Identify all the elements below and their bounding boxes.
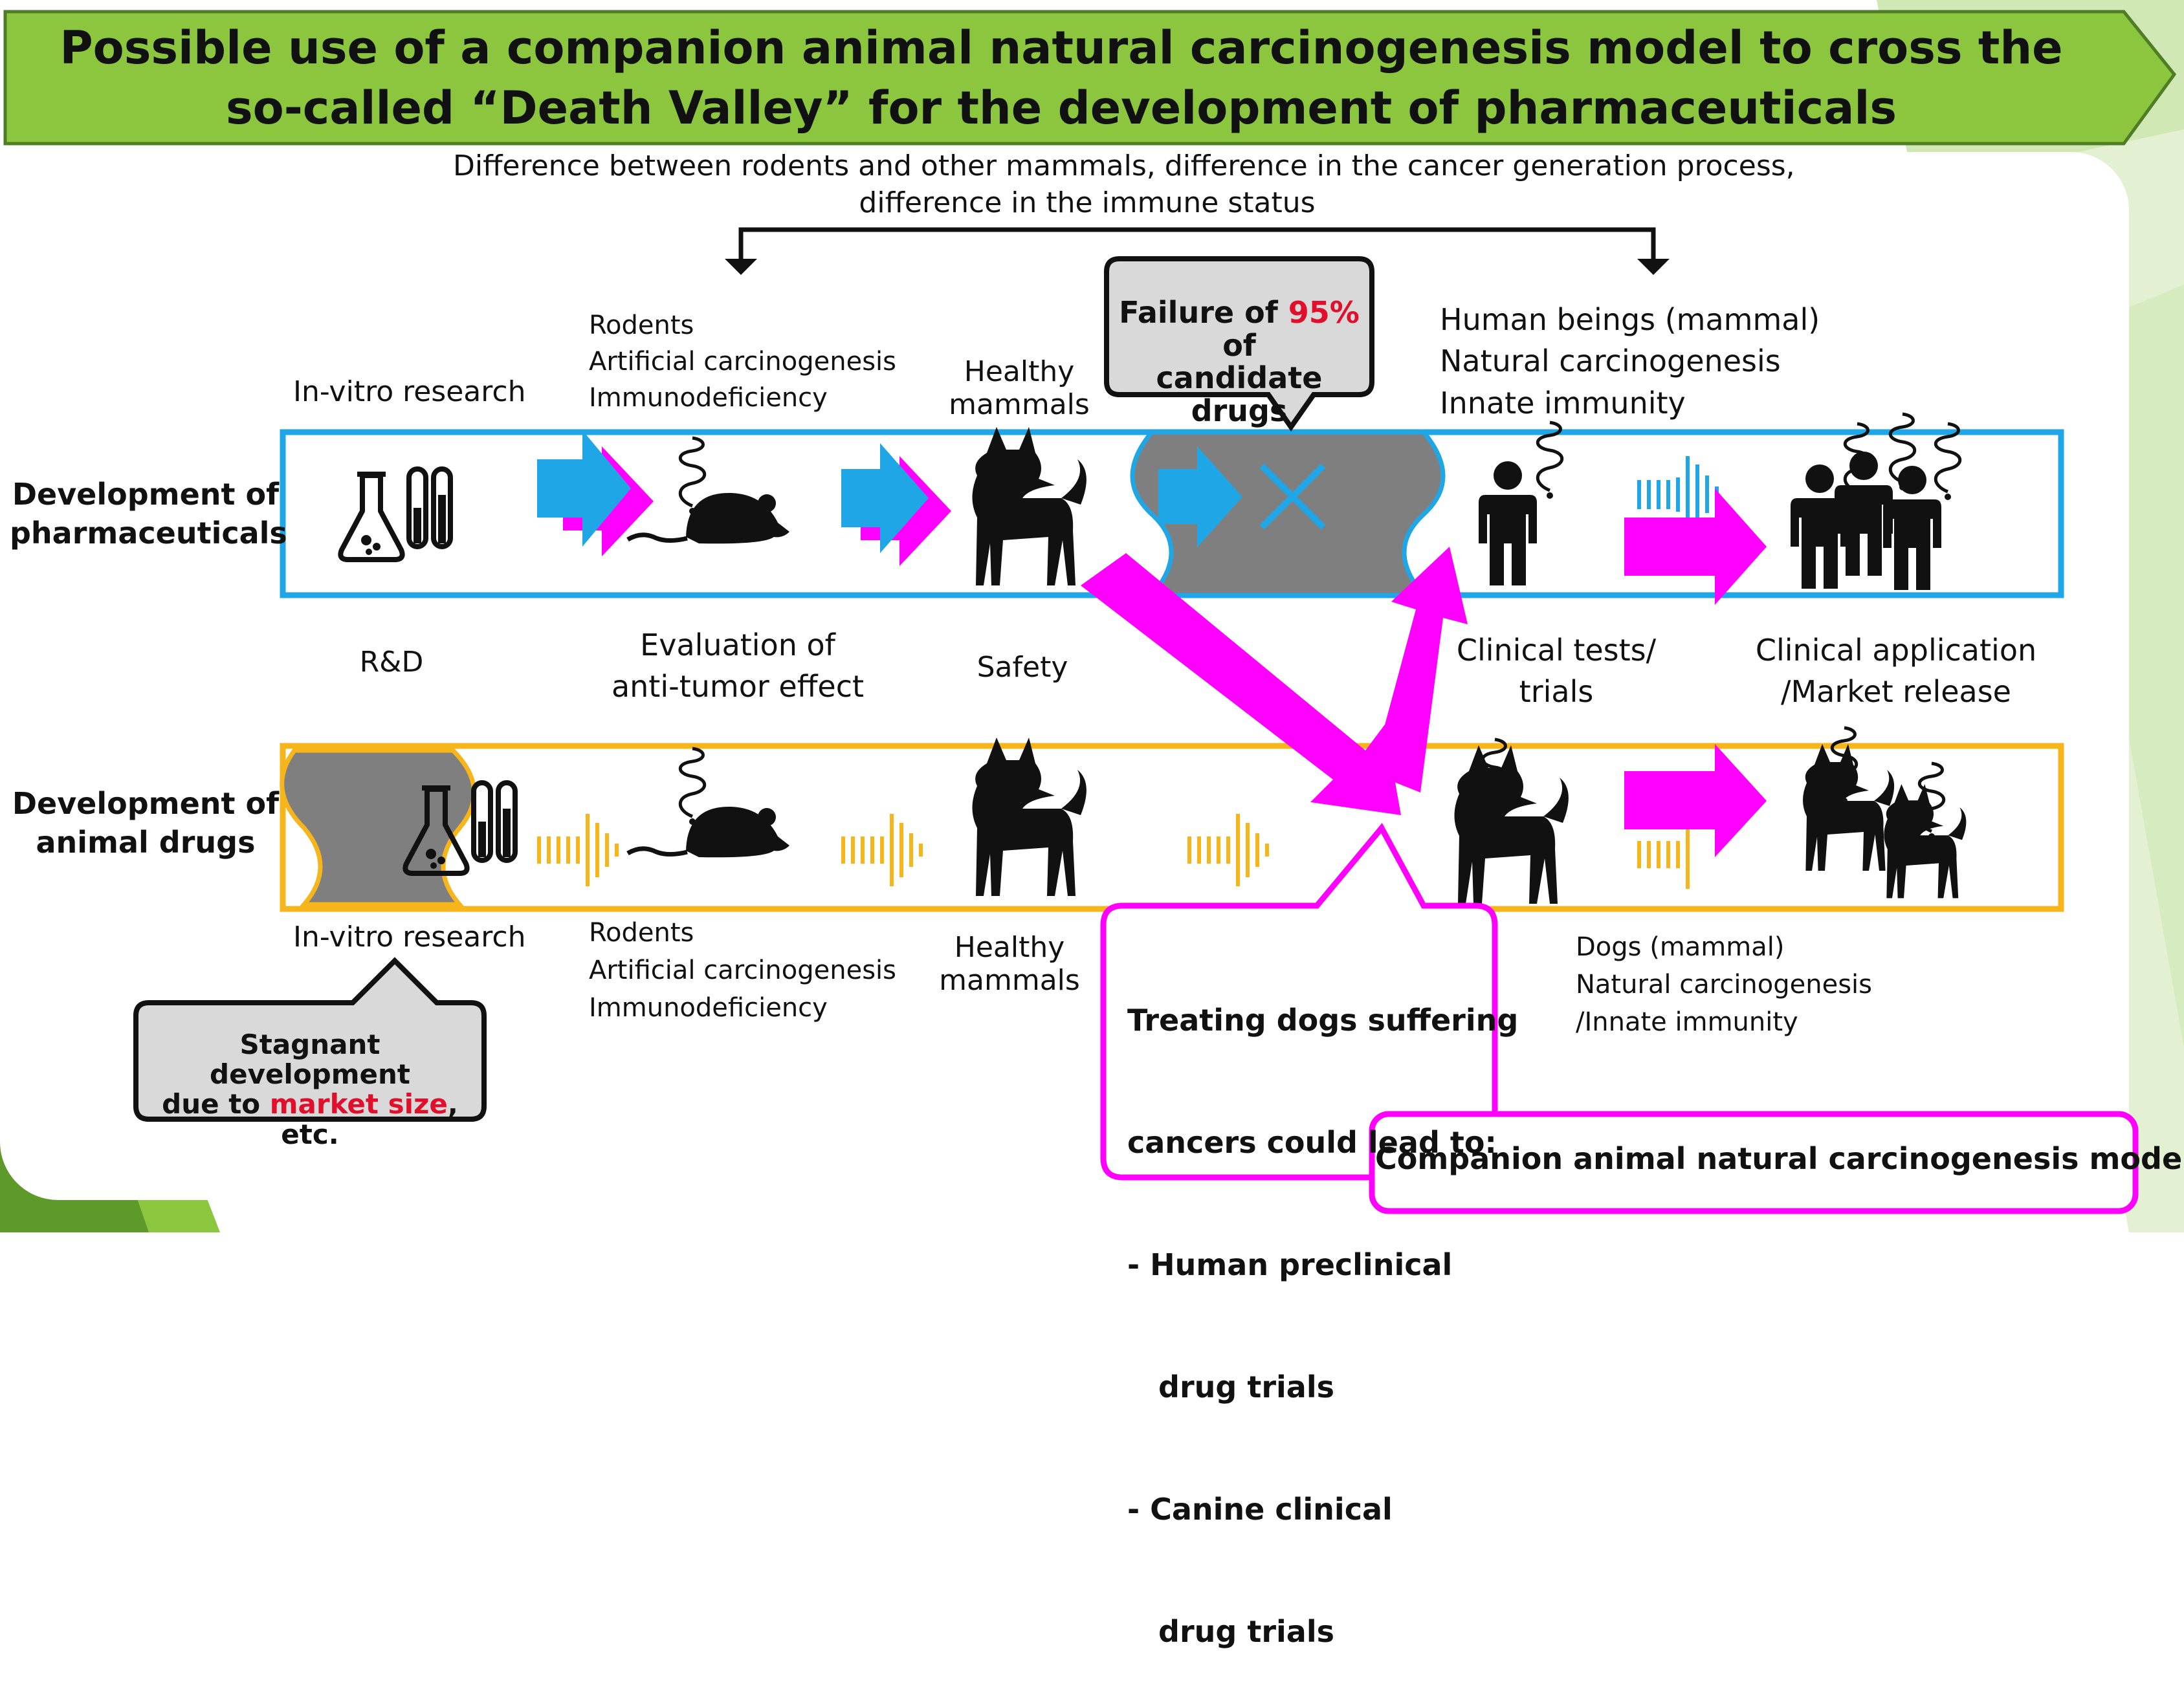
- failure-prefix: Failure of: [1119, 295, 1288, 330]
- page-title: Possible use of a companion animal natur…: [26, 18, 2097, 138]
- top-note-line-2: difference in the immune status: [859, 186, 1316, 220]
- animal-rodents-line: Immunodeficiency: [589, 993, 828, 1023]
- pharma-healthy-line: mammals: [949, 388, 1090, 421]
- treating-line: drug trials: [1127, 1370, 1334, 1405]
- stagnant-callout-frame: [133, 957, 487, 1122]
- treating-line: Treating dogs suffering: [1127, 1003, 1519, 1038]
- pharma-invitro-label: In-vitro research: [293, 375, 526, 408]
- difference-bracket: [738, 227, 1656, 262]
- animal-dogs-line: Natural carcinogenesis: [1576, 970, 1873, 999]
- animal-row-label: Development of animal drugs: [10, 785, 281, 862]
- pharma-healthy-line: Healthy: [964, 355, 1075, 388]
- stage-evaluation: Evaluation of anti-tumor effect: [582, 624, 893, 708]
- pharma-row-label-line-2: pharmaceuticals: [10, 515, 287, 551]
- animal-rodents-line: Rodents: [589, 918, 694, 948]
- stage-evaluation-line: anti-tumor effect: [611, 669, 865, 705]
- animal-rodents-label: Rodents Artificial carcinogenesis Immuno…: [589, 914, 896, 1027]
- treating-line: - Canine clinical: [1127, 1492, 1393, 1527]
- animal-invitro-label: In-vitro research: [293, 921, 526, 954]
- stage-safety: Safety: [976, 651, 1068, 684]
- treating-line: - Human preclinical: [1127, 1247, 1453, 1283]
- stage-clinical-application-line: Clinical application: [1755, 633, 2037, 668]
- animal-healthy-line: mammals: [939, 963, 1080, 997]
- pharma-rodents-label: Rodents Artificial carcinogenesis Immuno…: [589, 307, 896, 416]
- diagonal-arrow-down: [1081, 553, 1401, 815]
- pharma-human-line: Innate immunity: [1440, 385, 1686, 421]
- arrow-3-pharma: [1158, 446, 1242, 547]
- title-line-2: so-called “Death Valley” for the develop…: [225, 82, 1897, 135]
- x-mark-icon: [1259, 463, 1326, 530]
- stagnant-line-1: Stagnant development: [210, 1029, 410, 1091]
- animal-healthy-label: Healthy mammals: [925, 931, 1094, 997]
- pharma-human-label: Human beings (mammal) Natural carcinogen…: [1440, 299, 1820, 424]
- animal-rodents-line: Artificial carcinogenesis: [589, 956, 896, 985]
- stage-clinical-application-line: /Market release: [1781, 674, 2011, 710]
- stagnant-suffix: , etc.: [281, 1088, 458, 1150]
- failure-percent: 95%: [1288, 295, 1360, 330]
- arrow-1-animal: [537, 814, 619, 886]
- pharma-rodents-line: Artificial carcinogenesis: [589, 347, 896, 377]
- top-note: Difference between rodents and other mam…: [453, 147, 1795, 221]
- pharma-rodents-line: Immunodeficiency: [589, 383, 828, 413]
- animal-dogs-line: Dogs (mammal): [1576, 932, 1785, 962]
- pharma-row-label: Development of pharmaceuticals: [10, 475, 287, 553]
- stage-clinical-tests-line: trials: [1519, 674, 1594, 710]
- failure-suffix: of: [1222, 327, 1256, 363]
- animal-row-label-line-2: animal drugs: [36, 824, 256, 860]
- arrow-5-pharma: [1624, 488, 1767, 605]
- arrow-1-pharma: [537, 430, 654, 556]
- arrow-2-animal: [841, 814, 923, 886]
- animal-row-label-line-1: Development of: [12, 786, 280, 821]
- diagram-canvas: [0, 0, 2184, 1232]
- animal-dogs-line: /Innate immunity: [1576, 1007, 1798, 1037]
- stagnant-prefix: due to: [162, 1088, 270, 1120]
- failure-callout-frame: [1104, 256, 1374, 431]
- arrow-2-pharma: [841, 443, 951, 566]
- arrow-3-animal: [1187, 814, 1269, 886]
- title-banner: [3, 10, 2177, 146]
- stage-clinical-application: Clinical application /Market release: [1741, 629, 2051, 713]
- treating-line: cancers could lead to:: [1127, 1125, 1497, 1161]
- stage-evaluation-line: Evaluation of: [640, 628, 835, 662]
- pharma-healthy-label: Healthy mammals: [932, 355, 1107, 421]
- pharma-human-line: Human beings (mammal): [1440, 302, 1820, 337]
- stage-rd: R&D: [359, 646, 424, 679]
- stage-clinical-tests: Clinical tests/ trials: [1437, 629, 1676, 713]
- arrow-4-animal: [1624, 744, 1767, 889]
- animal-healthy-line: Healthy: [954, 931, 1065, 964]
- failure-line-2: candidate drugs: [1156, 360, 1323, 428]
- top-note-line-1: Difference between rodents and other mam…: [453, 149, 1795, 182]
- model-label-frame: [1369, 1111, 2139, 1214]
- stagnant-highlight: market size: [269, 1088, 448, 1120]
- pharma-rodents-line: Rodents: [589, 311, 694, 340]
- treating-callout: Treating dogs suffering cancers could le…: [1127, 919, 1518, 1693]
- animal-dogs-label: Dogs (mammal) Natural carcinogenesis /In…: [1576, 928, 1872, 1041]
- stagnant-callout: Stagnant development due to market size,…: [137, 1029, 483, 1150]
- diagonal-arrow-up: [1372, 547, 1468, 792]
- model-label: Companion animal natural carcinogenesis …: [1375, 1141, 2184, 1176]
- title-line-1: Possible use of a companion animal natur…: [60, 21, 2063, 74]
- stage-clinical-tests-line: Clinical tests/: [1456, 633, 1657, 668]
- pharma-human-line: Natural carcinogenesis: [1440, 344, 1781, 379]
- failure-callout: Failure of 95% of candidate drugs: [1108, 296, 1371, 427]
- treating-line: drug trials: [1127, 1614, 1334, 1650]
- pharma-row-label-line-1: Development of: [12, 477, 280, 512]
